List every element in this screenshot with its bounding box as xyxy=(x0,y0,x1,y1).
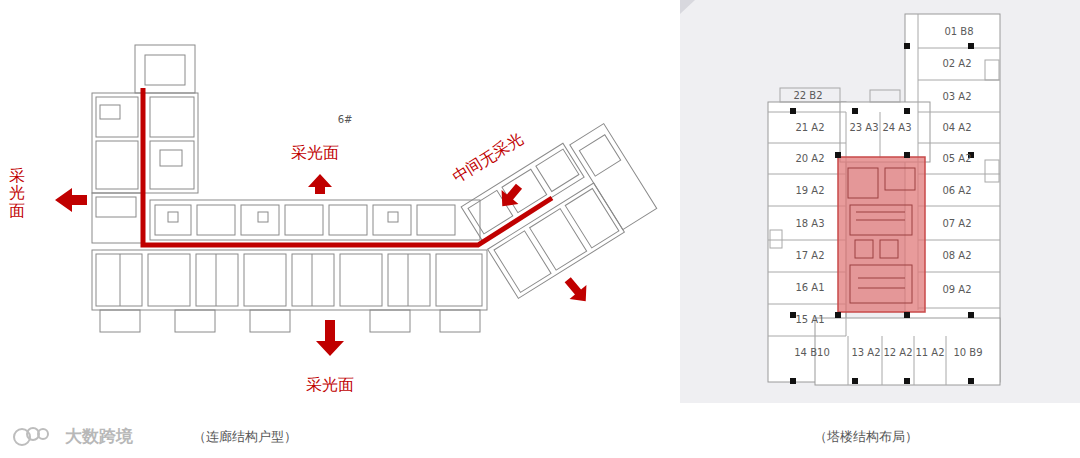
watermark: 大数跨境 xyxy=(65,427,133,447)
light-arrow xyxy=(494,179,528,213)
light-face-label: 采光面 xyxy=(291,144,339,162)
unit-tag: 17 A2 xyxy=(795,250,824,262)
corridor-line xyxy=(143,88,552,245)
unit-tag: 08 A2 xyxy=(942,250,971,262)
tower-plan xyxy=(768,14,1000,385)
unit-tag: 06 A2 xyxy=(942,185,971,197)
core-area xyxy=(838,157,925,312)
unit-tag: 23 A3 xyxy=(849,122,878,134)
unit-tag: 20 A2 xyxy=(795,153,824,165)
unit-tag: 12 A2 xyxy=(883,347,912,359)
unit-tag: 07 A2 xyxy=(942,218,971,230)
unit-tag: 19 A2 xyxy=(795,185,824,197)
no-light-label: 中间无采光 xyxy=(449,129,527,187)
light-arrow xyxy=(55,188,87,212)
unit-tag: 16 A1 xyxy=(795,282,824,294)
panel-corner xyxy=(680,0,695,14)
unit-tag: 11 A2 xyxy=(915,347,944,359)
unit-tag: 03 A2 xyxy=(942,91,971,103)
unit-tag: 09 A2 xyxy=(942,284,971,296)
light-arrow xyxy=(308,174,332,194)
unit-tag: 21 A2 xyxy=(795,122,824,134)
unit-tag: 02 A2 xyxy=(942,58,971,70)
panel-ground xyxy=(680,0,1080,403)
unit-tag: 18 A3 xyxy=(795,218,824,230)
light-face-label: 采光面 xyxy=(306,376,354,394)
unit-tag: 15 A1 xyxy=(795,314,824,326)
unit-tag: 05 A2 xyxy=(942,153,971,165)
light-arrow xyxy=(316,320,344,356)
watermark-logo xyxy=(14,428,48,445)
unit-tag: 04 A2 xyxy=(942,122,971,134)
building-number: 6# xyxy=(338,114,353,126)
light-face-label: 采光面 xyxy=(9,167,25,220)
unit-tag: 24 A3 xyxy=(882,122,911,134)
caption: （连廊结构户型） xyxy=(193,430,297,445)
unit-tag: 13 A2 xyxy=(851,347,880,359)
light-arrow xyxy=(559,273,594,309)
unit-tag: 10 B9 xyxy=(953,347,982,359)
unit-tag: 14 B10 xyxy=(794,347,830,359)
caption: （塔楼结构布局） xyxy=(814,430,918,445)
unit-tag: 01 B8 xyxy=(944,26,973,38)
unit-tag: 22 B2 xyxy=(793,90,822,102)
corridor-plan xyxy=(92,45,658,332)
